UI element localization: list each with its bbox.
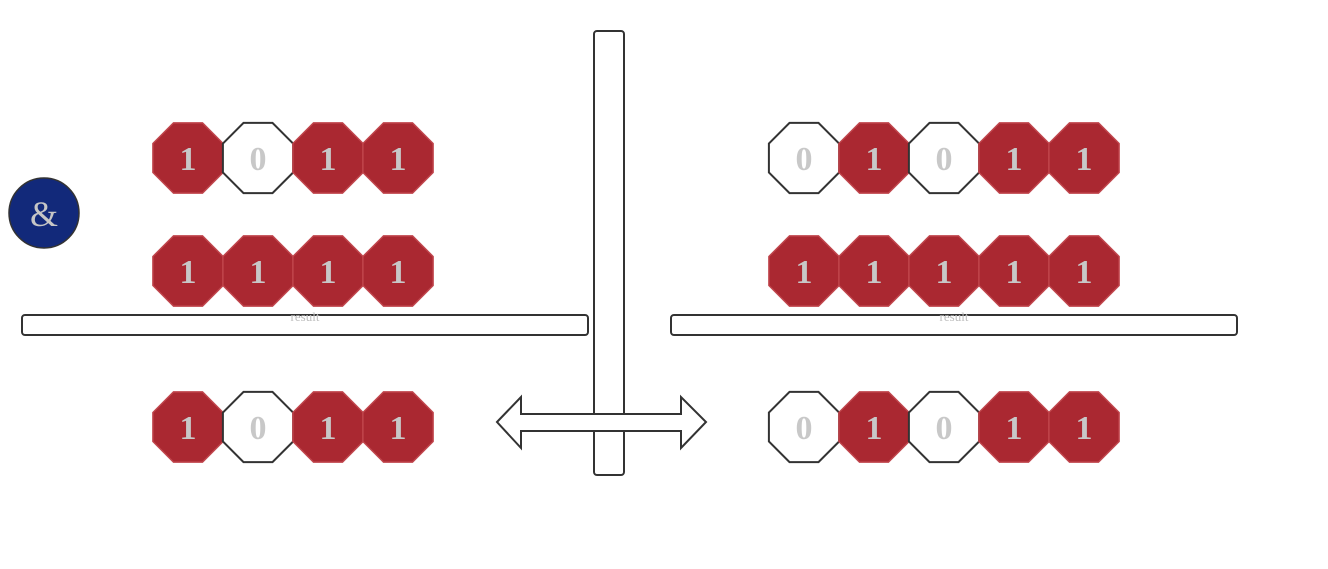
bit-digit: 0 <box>936 141 953 178</box>
octagon-cell <box>1048 235 1120 307</box>
octagon-cell <box>978 235 1050 307</box>
double-headed-arrow-icon <box>495 394 708 451</box>
right-result-bar <box>670 314 1238 336</box>
bit-digit: 1 <box>866 141 883 178</box>
left-operand-a-bit-1: 0 <box>221 121 295 195</box>
right-operand-b-bit-1: 1 <box>838 235 910 307</box>
right-operand-a-bit-4: 1 <box>1048 122 1120 194</box>
octagon-cell <box>767 121 841 195</box>
left-operand-a: 1 0 1 1 <box>152 121 434 195</box>
octagon-cell <box>362 122 434 194</box>
bit-digit: 1 <box>1006 254 1023 291</box>
right-operand-b: 1 1 1 1 1 <box>768 235 1120 307</box>
right-operand-b-bit-0: 1 <box>768 235 840 307</box>
octagon-cell <box>768 235 840 307</box>
bit-digit: 0 <box>936 410 953 447</box>
right-operand-a-bit-1: 1 <box>838 122 910 194</box>
octagon-cell <box>907 121 981 195</box>
right-operand-b-bit-2: 1 <box>908 235 980 307</box>
bit-digit: 0 <box>250 141 267 178</box>
octagon-cell <box>292 391 364 463</box>
right-result-bit-0: 0 <box>767 390 841 464</box>
right-result: 0 1 0 1 1 <box>767 390 1120 464</box>
right-result-bit-4: 1 <box>1048 391 1120 463</box>
left-operand-b-bit-2: 1 <box>292 235 364 307</box>
bit-digit: 0 <box>796 410 813 447</box>
right-result-label: result <box>940 309 969 324</box>
left-result-bit-3: 1 <box>362 391 434 463</box>
bit-digit: 1 <box>866 254 883 291</box>
left-result-bit-1: 0 <box>221 390 295 464</box>
bit-digit: 1 <box>1006 141 1023 178</box>
left-operand-b: 1 1 1 1 <box>152 235 434 307</box>
left-operand-a-bit-2: 1 <box>292 122 364 194</box>
left-operand-b-bit-0: 1 <box>152 235 224 307</box>
right-operand-b-bit-3: 1 <box>978 235 1050 307</box>
left-result: 1 0 1 1 <box>152 390 434 464</box>
bit-digit: 1 <box>180 141 197 178</box>
right-operand-a: 0 1 0 1 1 <box>767 121 1120 195</box>
octagon-cell <box>838 122 910 194</box>
octagon-cell <box>767 390 841 464</box>
left-operand-b-bit-3: 1 <box>362 235 434 307</box>
left-operand-a-bit-3: 1 <box>362 122 434 194</box>
octagon-cell <box>221 121 295 195</box>
bit-digit: 1 <box>866 410 883 447</box>
bit-digit: 1 <box>320 410 337 447</box>
right-result-bit-2: 0 <box>907 390 981 464</box>
vertical-divider <box>593 30 625 476</box>
bit-digit: 1 <box>390 410 407 447</box>
left-result-bit-0: 1 <box>152 391 224 463</box>
bit-digit: 1 <box>796 254 813 291</box>
bit-digit: 1 <box>1076 410 1093 447</box>
octagon-cell <box>1048 122 1120 194</box>
bit-digit: 0 <box>250 410 267 447</box>
left-operand-a-bit-0: 1 <box>152 122 224 194</box>
right-operand-a-bit-2: 0 <box>907 121 981 195</box>
octagon-cell <box>292 122 364 194</box>
right-result-bit-3: 1 <box>978 391 1050 463</box>
octagon-cell <box>221 390 295 464</box>
bit-digit: 1 <box>180 410 197 447</box>
left-result-bar <box>21 314 589 336</box>
left-operand-b-bit-1: 1 <box>222 235 294 307</box>
right-operand-a-bit-0: 0 <box>767 121 841 195</box>
octagon-cell <box>1048 391 1120 463</box>
octagon-cell <box>292 235 364 307</box>
right-operand-a-bit-3: 1 <box>978 122 1050 194</box>
octagon-cell <box>222 235 294 307</box>
right-operand-b-bit-4: 1 <box>1048 235 1120 307</box>
octagon-cell <box>362 235 434 307</box>
bit-digit: 1 <box>1076 141 1093 178</box>
octagon-cell <box>908 235 980 307</box>
octagon-cell <box>152 391 224 463</box>
octagon-cell <box>152 122 224 194</box>
right-result-bit-1: 1 <box>838 391 910 463</box>
bit-digit: 1 <box>936 254 953 291</box>
left-result-bit-2: 1 <box>292 391 364 463</box>
operator-symbol: & <box>30 194 58 234</box>
bit-digit: 1 <box>320 254 337 291</box>
octagon-cell <box>838 235 910 307</box>
octagon-cell <box>362 391 434 463</box>
octagon-cell <box>978 391 1050 463</box>
ampersand-circle-icon <box>8 177 80 249</box>
bit-digit: 1 <box>250 254 267 291</box>
bit-digit: 1 <box>1006 410 1023 447</box>
left-result-label: result <box>291 309 320 324</box>
bit-digit: 1 <box>320 141 337 178</box>
bit-digit: 1 <box>390 254 407 291</box>
octagon-cell <box>152 235 224 307</box>
bit-digit: 1 <box>390 141 407 178</box>
octagon-cell <box>907 390 981 464</box>
and-operator: & <box>8 177 80 249</box>
octagon-cell <box>838 391 910 463</box>
octagon-cell <box>978 122 1050 194</box>
bit-digit: 1 <box>180 254 197 291</box>
bit-digit: 1 <box>1076 254 1093 291</box>
bit-digit: 0 <box>796 141 813 178</box>
